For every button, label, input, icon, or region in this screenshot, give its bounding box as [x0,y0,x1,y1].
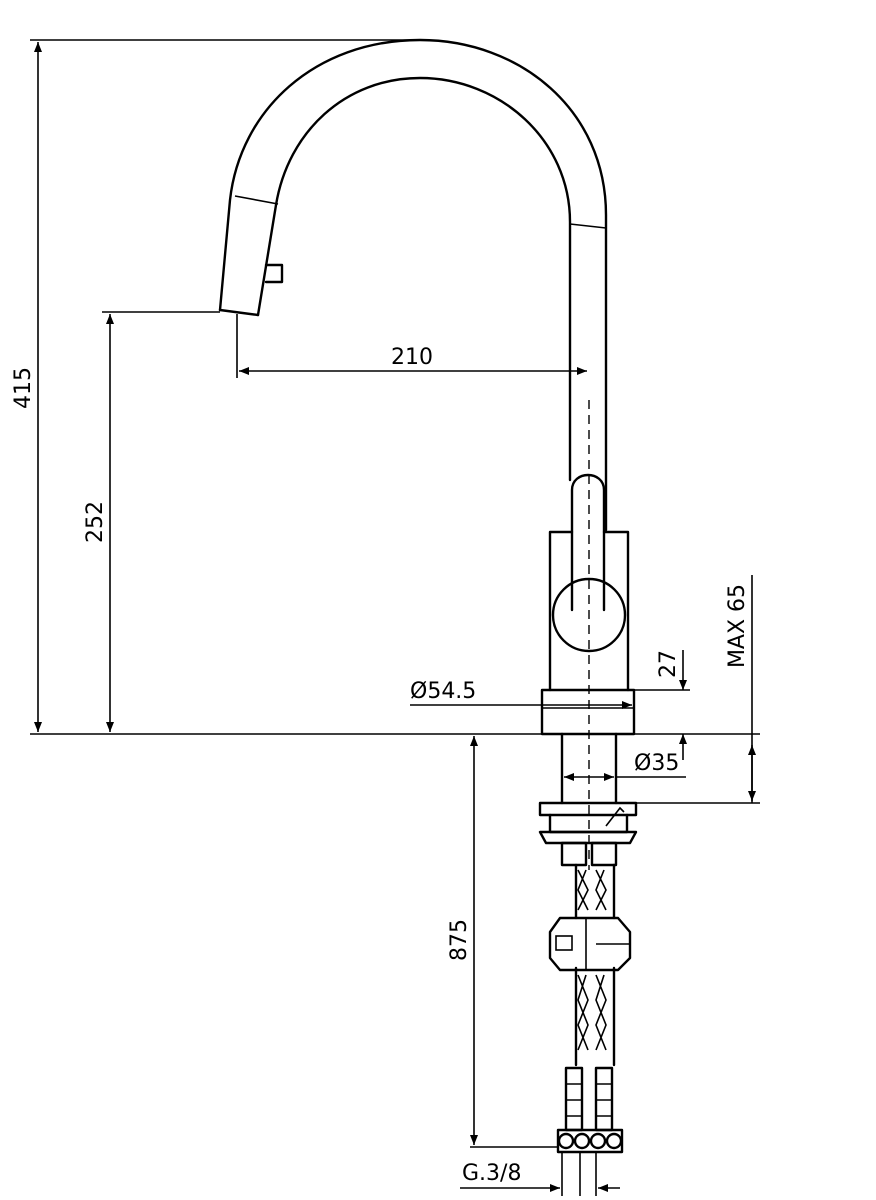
mounting-plate [538,801,638,817]
lever-hub [551,577,627,653]
label-base-diameter: Ø54.5 [410,679,476,704]
body-left [548,530,574,692]
spout-joint-left [234,195,279,205]
connection-nuts [556,1128,624,1154]
hose-fitting-left [564,1066,584,1132]
check-valve [548,916,632,972]
spray-head-bottom [218,308,260,317]
dim-reach: 210 [236,314,587,378]
dim-connection: G.3/8 [460,1152,620,1196]
dim-hose-length: 875 [447,736,558,1148]
dim-base-diameter: Ø54.5 [410,679,632,709]
label-max-countertop: MAX 65 [725,584,750,668]
label-spout-height: 252 [83,501,108,543]
hose-left [574,863,589,1067]
hose-right [595,863,616,1067]
label-total-height: 415 [11,367,36,409]
mounting-washer [538,830,638,845]
spray-button [264,263,284,284]
label-shank-diameter: Ø35 [634,751,679,776]
mounting-clip [605,806,625,827]
label-hose-length: 875 [447,919,472,961]
hose-connector-right [590,841,618,867]
hose-fitting-right [594,1066,614,1132]
label-reach: 210 [391,345,433,370]
label-connection: G.3/8 [462,1161,521,1186]
dim-spout-height: 252 [83,311,220,732]
label-base-height: 27 [656,650,681,678]
faucet-outline [218,38,638,1154]
lever-handle [570,473,606,612]
dim-max-countertop: MAX 65 [636,575,760,804]
base-ring [540,688,636,736]
spout-joint-right [569,223,607,229]
spout-outer [218,38,608,532]
dim-base-height: 27 [634,650,690,760]
dim-total-height: 415 [11,39,420,732]
body-right [602,530,630,692]
spout-inner [256,76,572,482]
check-valve-window [555,935,573,951]
dim-shank-diameter: Ø35 [564,751,686,781]
hose-connector-left [560,841,588,867]
